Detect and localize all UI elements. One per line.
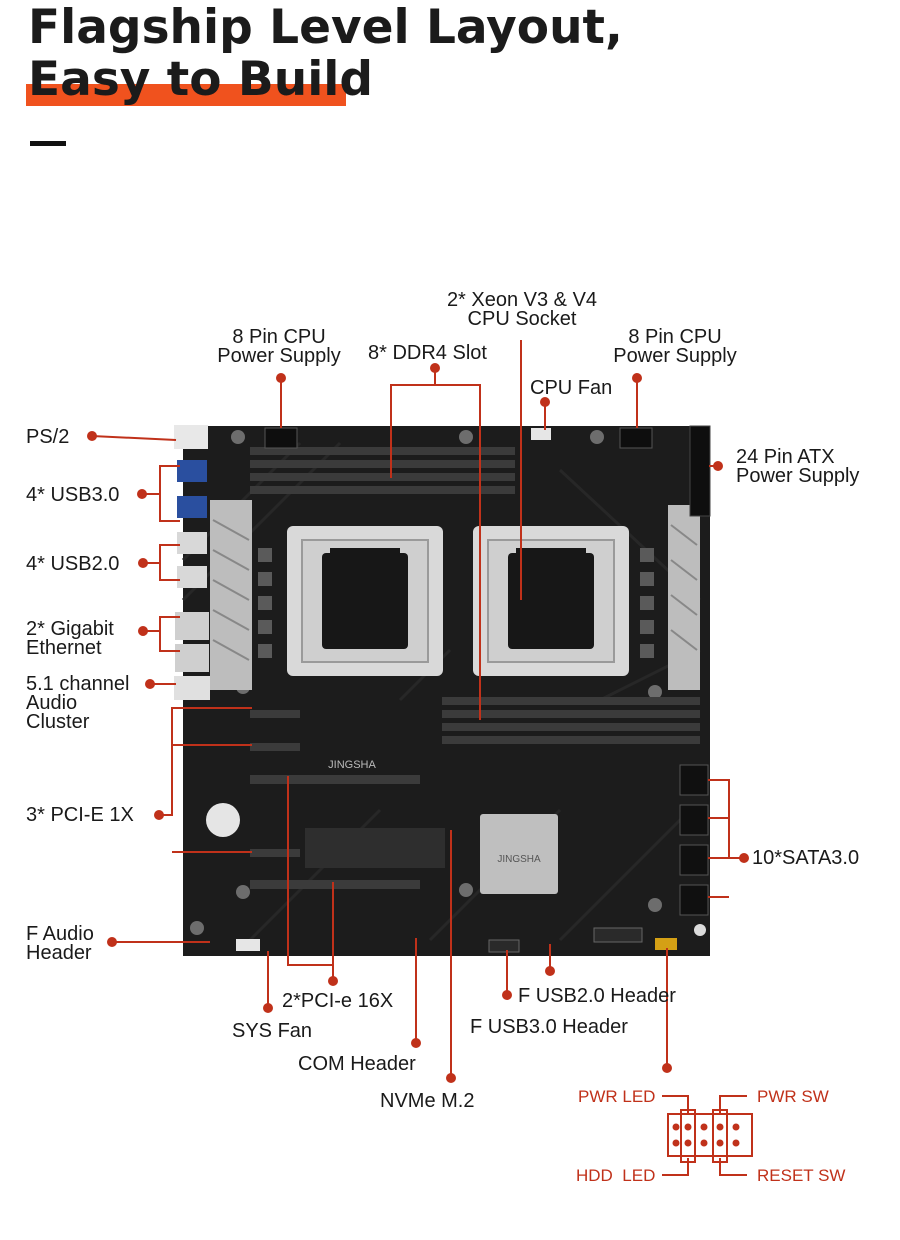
ps2-port <box>174 425 208 449</box>
vrm-heatsink-left <box>210 500 252 690</box>
label-pcie-1x: 3* PCI-E 1X <box>26 804 134 826</box>
heading-line-2: Easy to Build <box>28 52 374 107</box>
pcie-slots <box>250 710 420 889</box>
f-usb20-header <box>593 927 643 943</box>
usb20-port-b <box>177 566 207 588</box>
header-pins <box>672 1123 740 1147</box>
ethernet-port-a <box>175 612 209 640</box>
label-f-audio: F Audio Header <box>26 923 94 964</box>
label-ethernet: 2* Gigabit Ethernet <box>26 618 114 659</box>
pcie-16x-slot-b <box>250 880 420 889</box>
heading-highlight-bar <box>26 84 346 106</box>
label-sys-fan: SYS Fan <box>232 1020 313 1042</box>
sys-fan-header <box>236 939 260 951</box>
callout-dots <box>87 363 749 1083</box>
label-f-usb20: F USB2.0 Header <box>518 985 676 1007</box>
usb30-port-a <box>177 460 207 482</box>
label-usb20: 4* USB2.0 <box>26 553 120 575</box>
label-cpu-fan: CPU Fan <box>530 377 613 399</box>
label-usb30: 4* USB3.0 <box>26 484 120 506</box>
audio-jacks <box>174 676 210 700</box>
pcie-1x-slot-b <box>250 743 300 751</box>
label-nvme: NVMe M.2 <box>380 1090 475 1112</box>
label-ddr4: 8* DDR4 Slot <box>368 342 487 364</box>
f-usb30-header <box>488 939 520 953</box>
cpu-socket-left <box>287 526 443 676</box>
label-cpu-power-left: 8 Pin CPU Power Supply <box>217 326 341 367</box>
label-cpu-socket: 2* Xeon V3 & V4 CPU Socket <box>446 289 598 330</box>
rear-io-ports <box>174 425 210 700</box>
label-ps2: PS/2 <box>26 426 70 448</box>
cpu-fan-header <box>531 428 551 440</box>
ddr4-slots-top <box>250 447 515 494</box>
usb30-port-b <box>177 496 207 518</box>
label-sata: 10*SATA3.0 <box>752 847 860 869</box>
label-audio-cluster: 5.1 channel Audio Cluster <box>26 673 130 733</box>
usb20-port-a <box>177 532 207 554</box>
label-atx-24pin: 24 Pin ATX Power Supply <box>736 446 860 487</box>
pcie-1x-slot-c <box>250 849 300 857</box>
nvme-m2-slot <box>305 828 445 868</box>
label-pcie-16x: 2*PCI-e 16X <box>282 990 394 1012</box>
front-panel-pin-diagram <box>667 1109 753 1163</box>
heading-dash <box>30 141 66 146</box>
heading-line-1: Flagship Level Layout, <box>28 0 623 55</box>
cpu-8pin-connector-left <box>264 427 298 449</box>
motherboard: JINGSHA JINGSHA <box>174 425 711 956</box>
heatsink-fins <box>212 519 698 661</box>
pcie-1x-slot-a <box>250 710 300 718</box>
vrm-chokes <box>258 548 654 658</box>
buzzer <box>694 924 706 936</box>
label-com-header: COM Header <box>298 1053 416 1075</box>
label-cpu-power-right: 8 Pin CPU Power Supply <box>613 326 737 367</box>
motherboard-pcb <box>183 426 710 956</box>
label-pwr-sw: PWR SW <box>757 1087 829 1106</box>
cpu-socket-right <box>473 526 629 676</box>
front-panel-header <box>655 938 677 950</box>
atx-24pin-connector <box>689 425 711 517</box>
callout-lines <box>91 340 747 1176</box>
cmos-battery <box>206 803 240 837</box>
label-hdd-led: HDD LED <box>576 1166 656 1185</box>
ddr4-slots-bottom <box>442 697 700 744</box>
label-pwr-led: PWR LED <box>578 1087 656 1106</box>
label-reset-sw: RESET SW <box>757 1166 846 1185</box>
pcie-16x-slot-a <box>250 775 420 784</box>
sata-ports <box>679 764 709 916</box>
cpu-8pin-connector-right <box>619 427 653 449</box>
brand-logo: JINGSHA <box>328 759 376 771</box>
chipset-heatsink <box>480 814 558 894</box>
ethernet-port-b <box>175 644 209 672</box>
heatsink-logo: JINGSHA <box>497 854 541 865</box>
label-f-usb30: F USB3.0 Header <box>470 1016 628 1038</box>
